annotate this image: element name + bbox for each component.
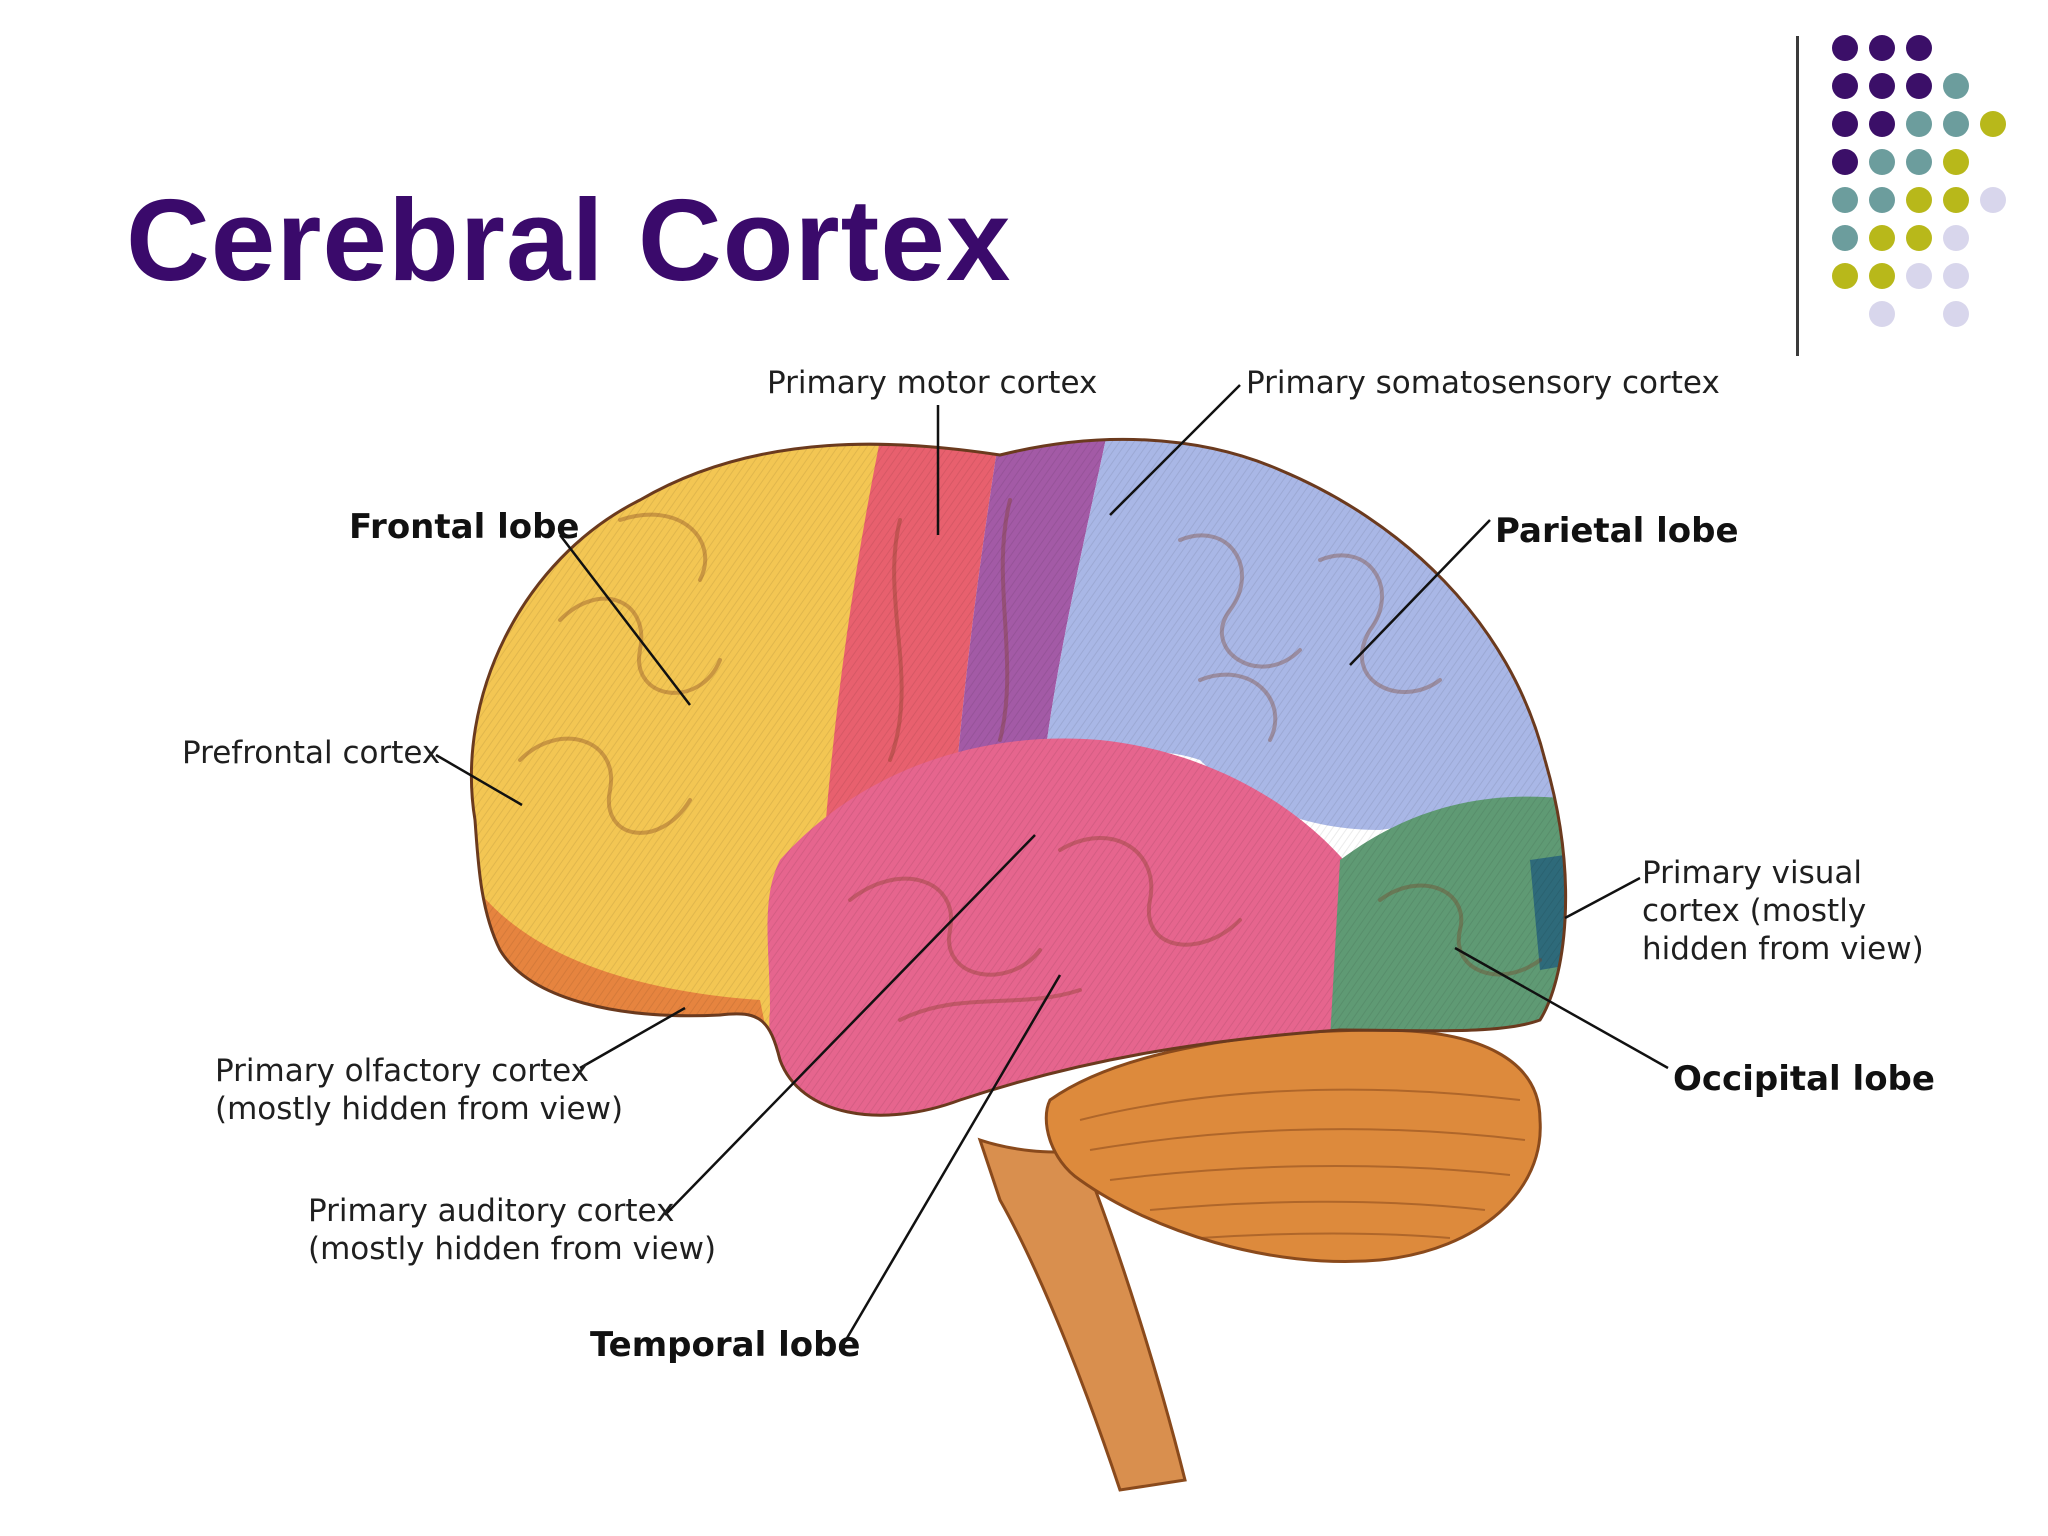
label-primary-visual-cortex-line1: Primary visual: [1642, 855, 1863, 891]
decorative-dot: [1906, 187, 1932, 213]
leader-prefrontal-cortex: [435, 753, 523, 807]
slide-title: Cerebral Cortex: [126, 175, 1012, 305]
decorative-dot-grid: [1832, 35, 2006, 327]
decorative-dot: [1943, 187, 1969, 213]
label-temporal-lobe: Temporal lobe: [590, 1325, 861, 1365]
decorative-dot: [1943, 149, 1969, 175]
label-primary-visual-cortex-line2: cortex (mostly: [1642, 893, 1867, 929]
decorative-dot: [1832, 187, 1858, 213]
leader-primary-auditory-cortex: [664, 834, 1036, 1216]
leader-parietal-lobe: [1349, 519, 1491, 666]
leader-temporal-lobe: [838, 974, 1062, 1351]
label-primary-somatosensory-cortex: Primary somatosensory cortex: [1246, 365, 1720, 401]
decorative-dot: [1906, 73, 1932, 99]
decorative-dot: [1832, 225, 1858, 251]
decorative-dot: [1832, 149, 1858, 175]
divider-line: [1796, 36, 1799, 356]
decorative-dot: [1906, 225, 1932, 251]
label-primary-olfactory-cortex-line1: Primary olfactory cortex: [215, 1053, 590, 1089]
decorative-dot: [1869, 187, 1895, 213]
label-primary-olfactory-cortex-line2: (mostly hidden from view): [215, 1091, 624, 1127]
decorative-dot: [1906, 35, 1932, 61]
label-primary-auditory-cortex-line2: (mostly hidden from view): [308, 1231, 717, 1267]
decorative-dot: [1869, 73, 1895, 99]
decorative-dot: [1832, 111, 1858, 137]
decorative-dot: [1869, 149, 1895, 175]
label-prefrontal-cortex: Prefrontal cortex: [182, 735, 441, 771]
decorative-dot: [1906, 263, 1932, 289]
decorative-dot: [1832, 263, 1858, 289]
leader-primary-olfactory-cortex: [579, 1006, 686, 1070]
leader-primary-somatosensory-cortex: [1109, 384, 1241, 516]
decorative-dot: [1943, 301, 1969, 327]
decorative-dot: [1943, 263, 1969, 289]
decorative-dot: [1869, 263, 1895, 289]
leader-occipital-lobe: [1454, 946, 1669, 1070]
decorative-dot: [1943, 111, 1969, 137]
decorative-dot: [1906, 149, 1932, 175]
decorative-dot: [1943, 225, 1969, 251]
decorative-dot: [1943, 73, 1969, 99]
decorative-dot: [1980, 187, 2006, 213]
label-primary-visual-cortex-line3: hidden from view): [1642, 931, 1924, 967]
label-frontal-lobe: Frontal lobe: [349, 507, 580, 547]
decorative-dot: [1869, 35, 1895, 61]
decorative-dot: [1869, 225, 1895, 251]
label-primary-auditory-cortex-line1: Primary auditory cortex: [308, 1193, 675, 1229]
decorative-dot: [1869, 301, 1895, 327]
label-occipital-lobe: Occipital lobe: [1673, 1059, 1935, 1099]
cerebrum-outline: [470, 437, 1568, 1117]
leader-frontal-lobe: [559, 534, 691, 706]
decorative-dot: [1869, 111, 1895, 137]
label-primary-motor-cortex: Primary motor cortex: [767, 365, 1098, 401]
decorative-dot: [1832, 73, 1858, 99]
leader-primary-visual-cortex: [1564, 876, 1641, 920]
decorative-dot: [1980, 111, 2006, 137]
label-parietal-lobe: Parietal lobe: [1495, 511, 1739, 551]
decorative-dot: [1832, 35, 1858, 61]
decorative-dot: [1906, 111, 1932, 137]
